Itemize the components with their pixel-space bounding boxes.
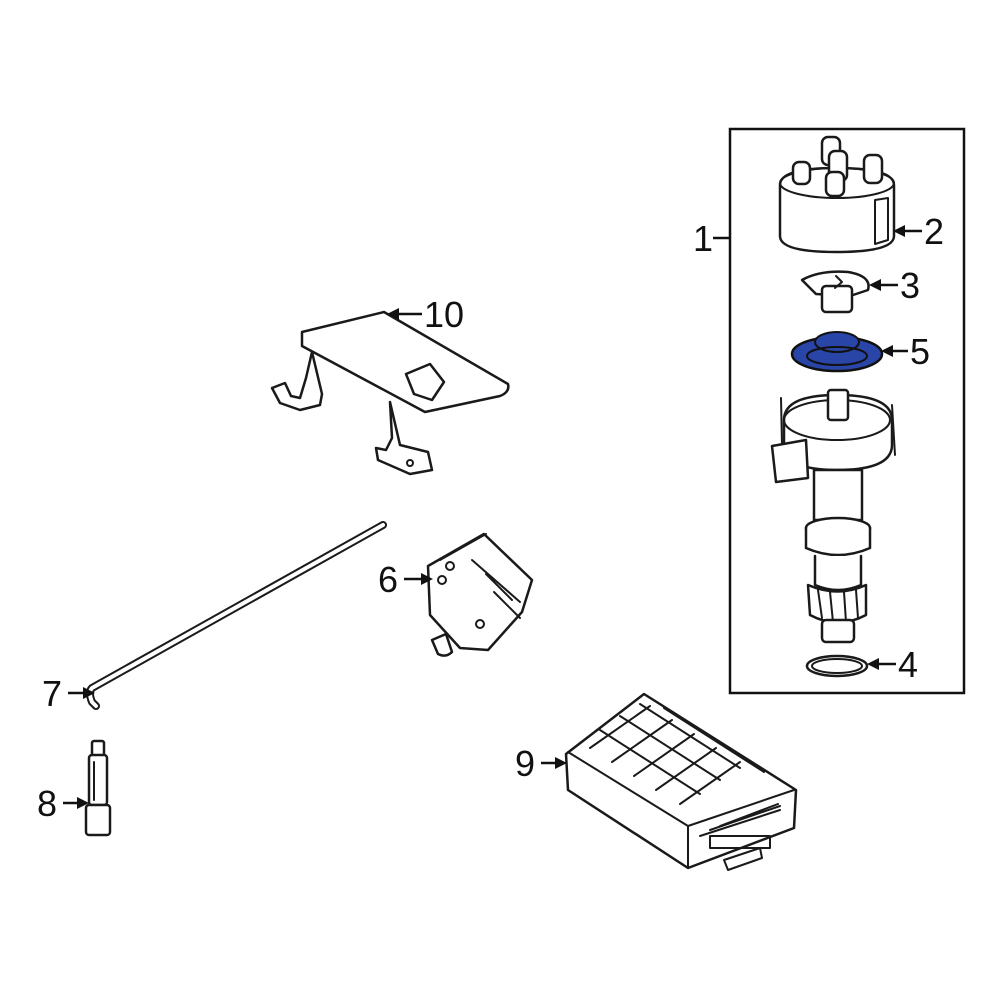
bracket[interactable] xyxy=(270,310,510,476)
spark-plug-wire[interactable] xyxy=(86,521,387,710)
callout-10: 10 xyxy=(424,294,464,335)
dust-shield[interactable] xyxy=(790,331,884,373)
distributor-cap[interactable] xyxy=(778,135,896,254)
distributor-assembly-box xyxy=(728,127,966,695)
rotor[interactable] xyxy=(800,270,870,314)
callout-9: 9 xyxy=(515,743,535,784)
callout-7: 7 xyxy=(42,673,62,714)
callout-6: 6 xyxy=(378,559,398,600)
callout-1: 1 xyxy=(693,218,713,259)
spark-plug[interactable] xyxy=(84,739,112,837)
ignition-coil[interactable] xyxy=(426,532,534,657)
callout-8: 8 xyxy=(37,783,57,824)
callout-4: 4 xyxy=(898,644,918,685)
distributor-housing[interactable] xyxy=(770,388,896,644)
callout-5: 5 xyxy=(910,331,930,372)
callout-2: 2 xyxy=(924,211,944,252)
engine-control-module[interactable] xyxy=(564,692,798,871)
callout-3: 3 xyxy=(900,265,920,306)
